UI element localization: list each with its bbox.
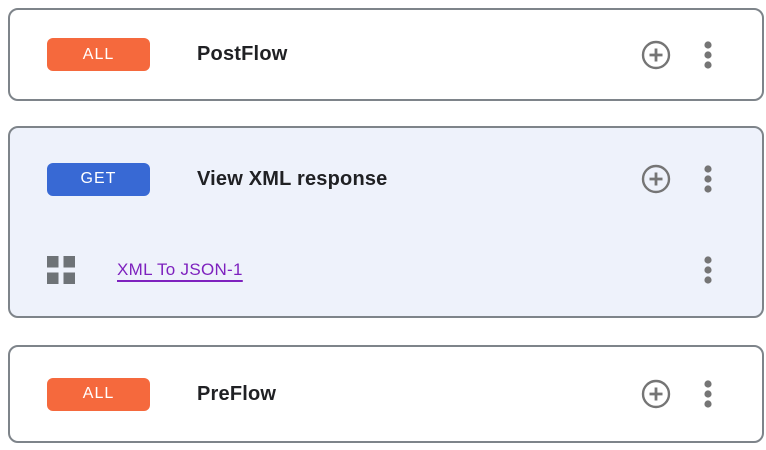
flow-menu-button[interactable] <box>696 40 720 70</box>
flow-list: ALL PostFlow <box>0 8 766 443</box>
postflow-header-row: ALL PostFlow <box>10 10 762 99</box>
flow-actions <box>641 379 720 409</box>
policy-link[interactable]: XML To JSON-1 <box>117 260 243 279</box>
add-circle-icon <box>641 40 671 70</box>
add-policy-button[interactable] <box>641 379 671 409</box>
add-policy-button[interactable] <box>641 40 671 70</box>
flow-card-postflow: ALL PostFlow <box>8 8 764 101</box>
flow-actions <box>641 40 720 70</box>
policy-row: XML To JSON-1 <box>10 230 762 310</box>
kebab-menu-icon <box>703 379 713 409</box>
conditional-flow-header-row: GET View XML response <box>10 128 762 230</box>
kebab-menu-icon <box>703 40 713 70</box>
add-policy-button[interactable] <box>641 164 671 194</box>
kebab-menu-icon <box>703 255 713 285</box>
flow-menu-button[interactable] <box>696 164 720 194</box>
policy-menu-button[interactable] <box>696 255 720 285</box>
preflow-header-row: ALL PreFlow <box>10 347 762 441</box>
flow-card-conditional: GET View XML response <box>8 126 764 318</box>
policy-actions <box>696 255 720 285</box>
flow-card-preflow: ALL PreFlow <box>8 345 764 443</box>
method-badge: GET <box>47 162 150 196</box>
flow-title: PostFlow <box>197 43 288 65</box>
policy-grid-icon <box>47 256 75 284</box>
flow-title: View XML response <box>197 167 388 190</box>
flow-actions <box>641 164 720 194</box>
kebab-menu-icon <box>703 164 713 194</box>
flow-title: PreFlow <box>197 382 277 405</box>
method-badge: ALL <box>47 377 150 411</box>
add-circle-icon <box>641 379 671 409</box>
add-circle-icon <box>641 164 671 194</box>
flow-menu-button[interactable] <box>696 379 720 409</box>
method-badge: ALL <box>47 38 150 71</box>
